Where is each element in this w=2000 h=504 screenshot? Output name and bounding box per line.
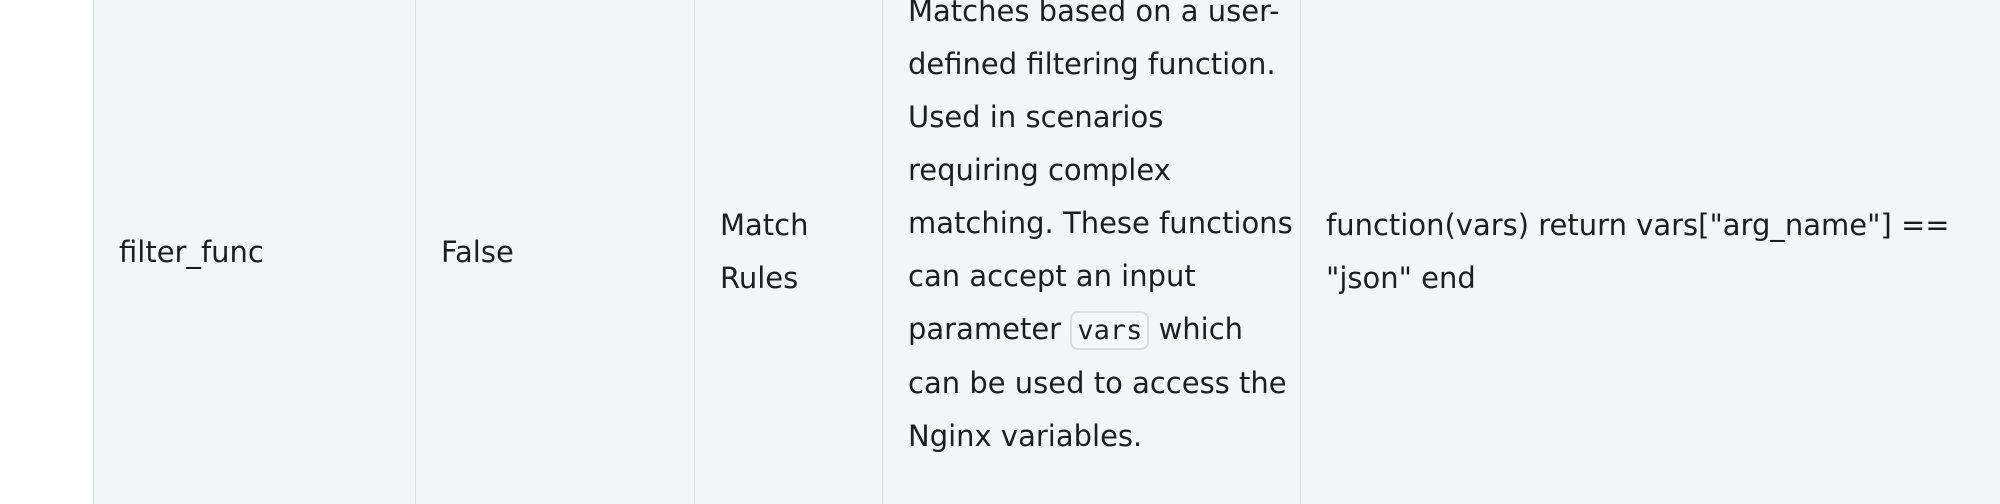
description-after-code: which can be used to access the Nginx va… (908, 312, 1287, 453)
description-before-code: Matches based on a user-defined filterin… (908, 0, 1293, 346)
cell-type-text: Match Rules (720, 208, 809, 295)
cell-required: False (415, 0, 694, 504)
cell-example: function(vars) return vars["arg_name"] =… (1300, 0, 2000, 504)
cell-example-text: function(vars) return vars["arg_name"] =… (1326, 208, 1950, 295)
table-row: filter_func False Match Rules Matches ba… (93, 0, 2000, 504)
cell-name-text: filter_func (119, 234, 264, 269)
cell-name: filter_func (93, 0, 415, 504)
cell-description: Matches based on a user-defined filterin… (882, 0, 1300, 504)
inline-code-vars: vars (1070, 311, 1150, 350)
cell-type: Match Rules (694, 0, 882, 504)
cell-required-text: False (441, 234, 514, 269)
description-text: Matches based on a user-defined filterin… (908, 0, 1293, 463)
